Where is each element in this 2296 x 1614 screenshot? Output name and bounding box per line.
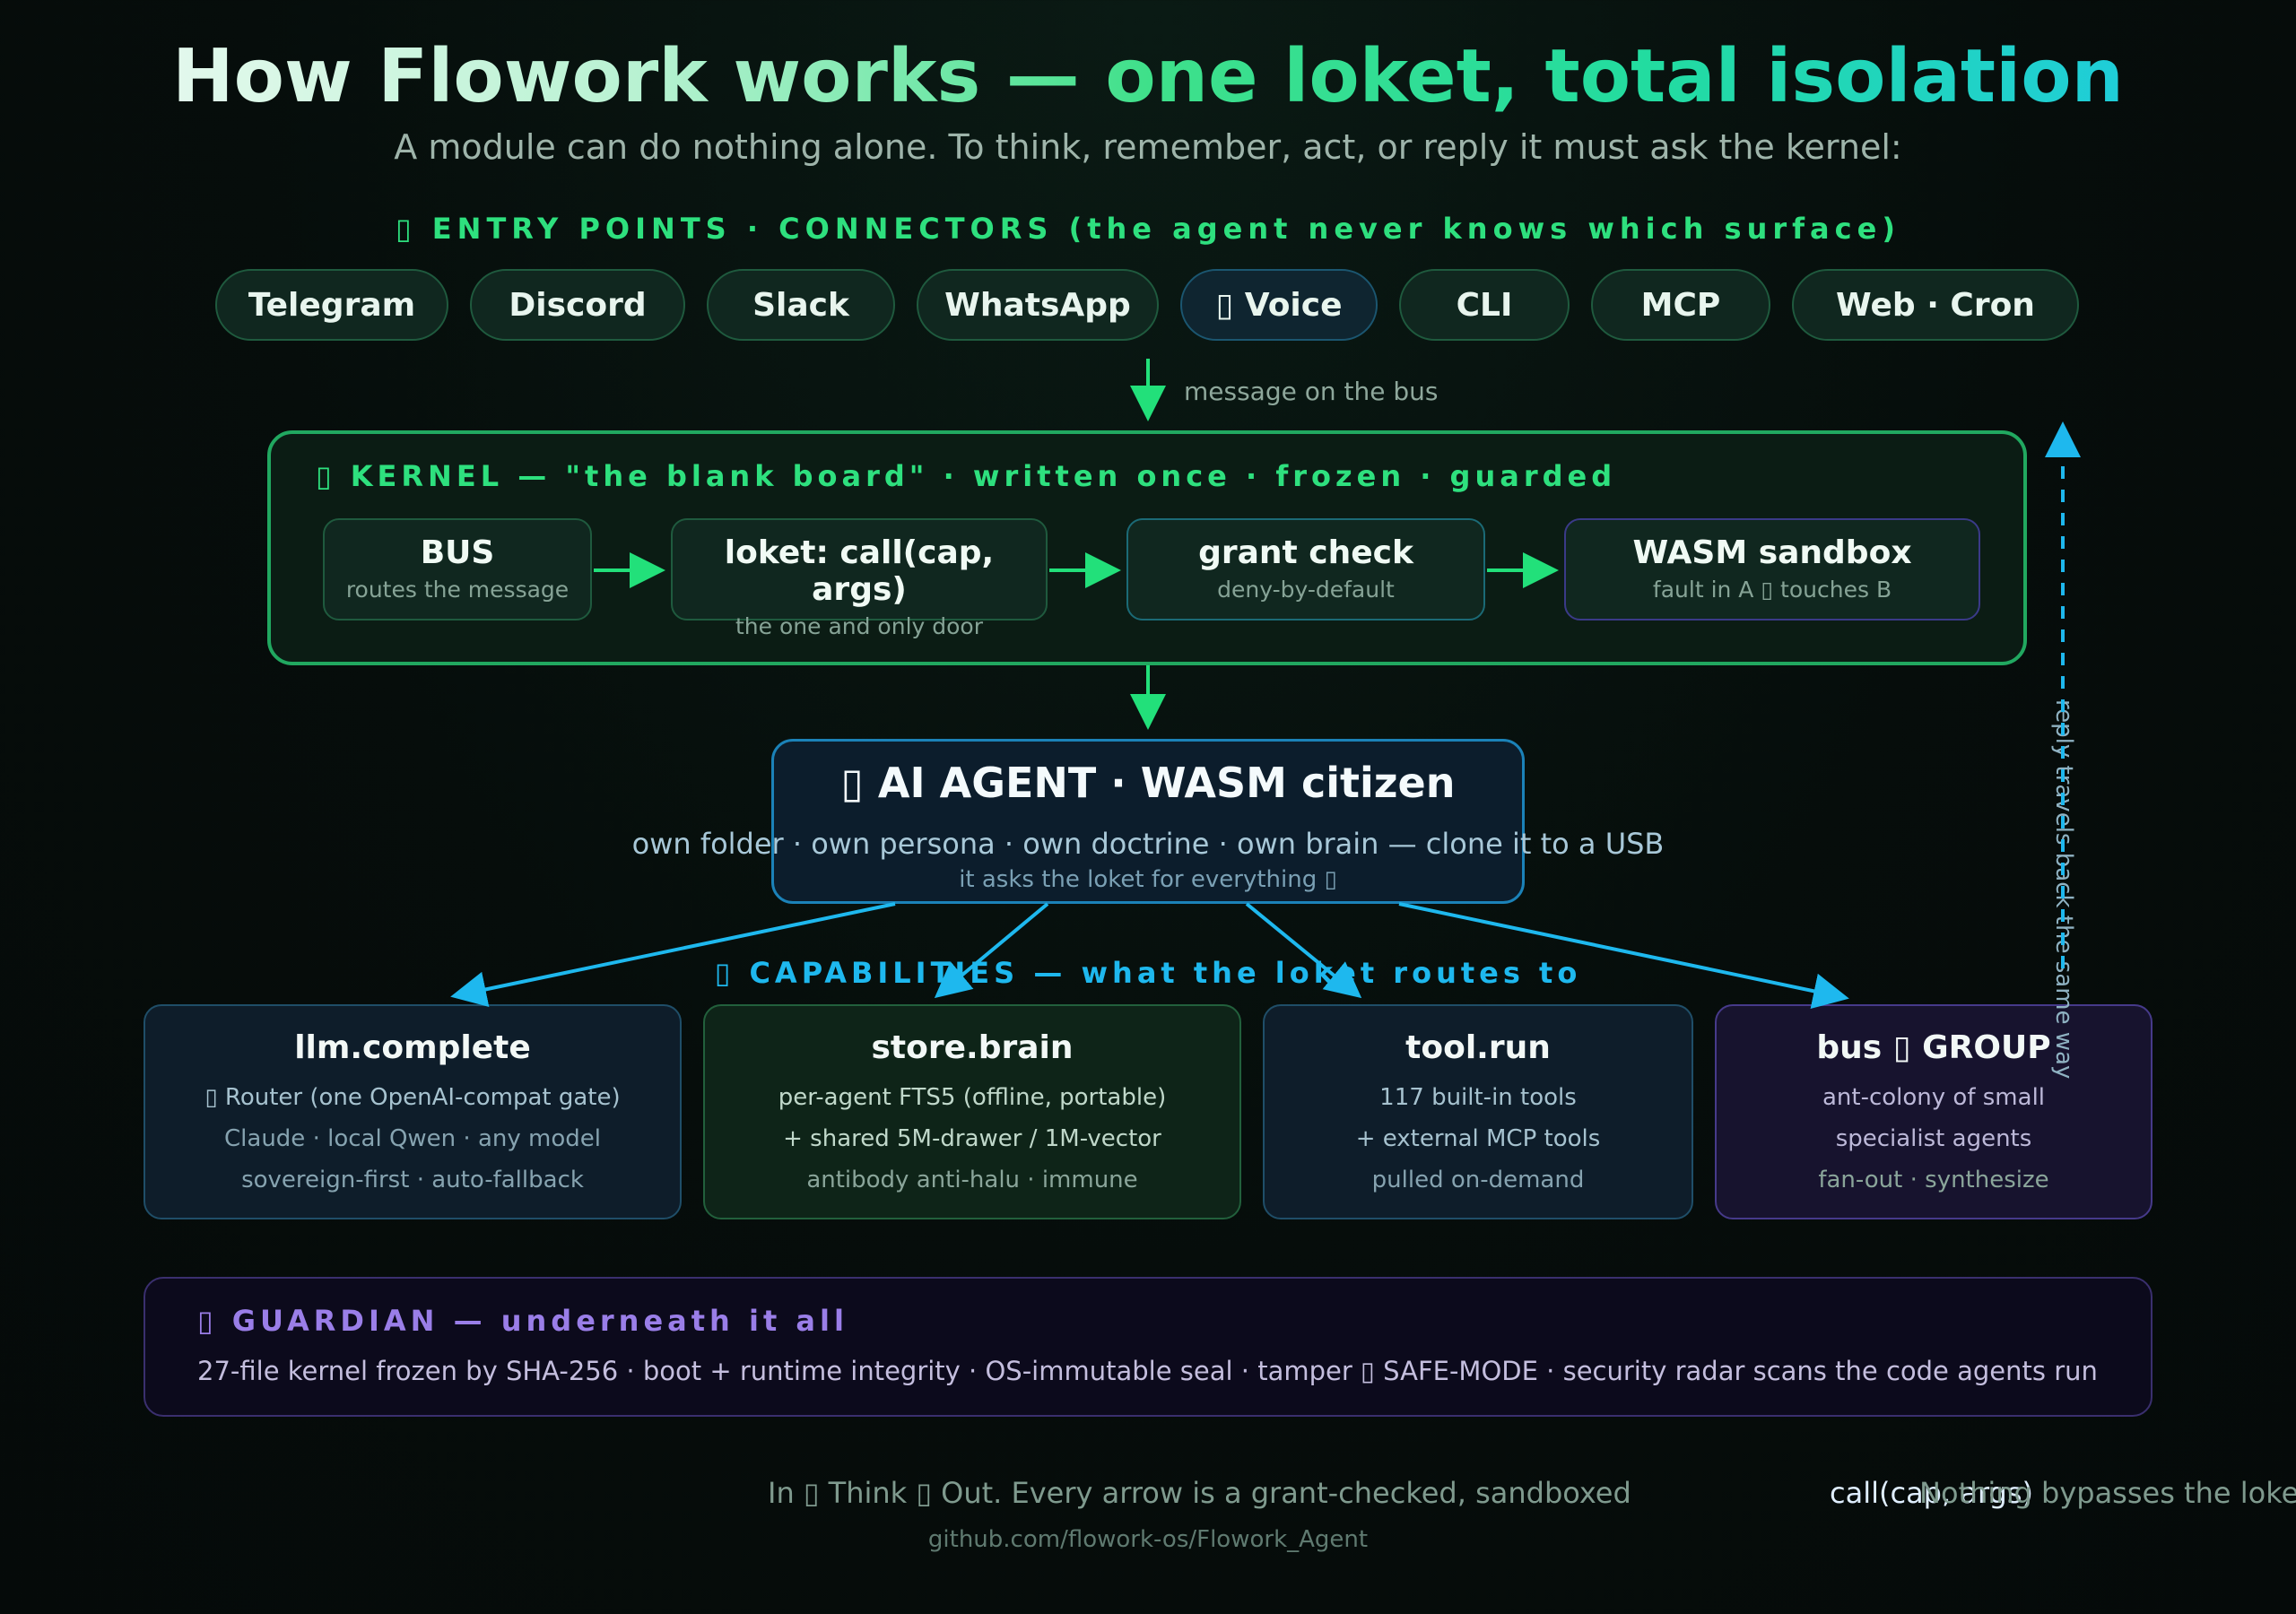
pill-web-cron: Web · Cron xyxy=(1792,269,2079,341)
page-subtitle: A module can do nothing alone. To think,… xyxy=(394,127,1902,167)
guardian-text: 27-file kernel frozen by SHA-256 · boot … xyxy=(197,1356,2098,1386)
capability-line: fan-out · synthesize xyxy=(1818,1167,2049,1193)
kernel-box-bus: BUS routes the message xyxy=(323,518,592,620)
capability-line: specialist agents xyxy=(1835,1125,2032,1152)
kernel-box-title: BUS xyxy=(420,534,495,571)
capability-line: Claude · local Qwen · any model xyxy=(224,1125,601,1152)
capability-tool-run: tool.run 117 built-in tools + external M… xyxy=(1263,1004,1693,1219)
capability-line: ▯ Router (one OpenAI-compat gate) xyxy=(204,1084,621,1111)
agent-note: it asks the loket for everything ▯ xyxy=(959,866,1337,893)
kernel-box-sub: deny-by-default xyxy=(1217,577,1395,603)
guardian-panel xyxy=(144,1277,2152,1417)
page-title: How Flowork works — one loket, total iso… xyxy=(0,34,2296,119)
agent-box xyxy=(771,739,1525,904)
kernel-box-sub: fault in A ▯ touches B xyxy=(1652,577,1892,603)
agent-title: ▯ AI AGENT · WASM citizen xyxy=(840,759,1456,807)
kernel-box-wasm-sandbox: WASM sandbox fault in A ▯ touches B xyxy=(1564,518,1980,620)
pill-discord: Discord xyxy=(470,269,685,341)
arrow-agent-to-store xyxy=(934,902,1049,999)
kernel-box-title: grant check xyxy=(1198,534,1413,571)
kernel-box-loket: loket: call(cap, args) the one and only … xyxy=(671,518,1048,639)
pill-mcp: MCP xyxy=(1591,269,1770,341)
footer-link[interactable]: github.com/flowork-os/Flowork_Agent xyxy=(927,1526,1369,1553)
bus-note: message on the bus xyxy=(1184,377,1439,406)
arrow-agent-to-llm xyxy=(450,902,896,1008)
capability-line: ant-colony of small xyxy=(1822,1084,2046,1111)
pill-telegram: Telegram xyxy=(215,269,448,341)
capability-line: per-agent FTS5 (offline, portable) xyxy=(778,1084,1167,1111)
capability-bus-group: bus ▯ GROUP ant-colony of small speciali… xyxy=(1715,1004,2152,1219)
capability-title: bus ▯ GROUP xyxy=(1816,1029,2051,1066)
capability-title: llm.complete xyxy=(294,1029,531,1066)
capability-line: + shared 5M-drawer / 1M-vector xyxy=(783,1125,1161,1152)
capability-line: antibody anti-halu · immune xyxy=(806,1167,1138,1193)
guardian-label: ▯ GUARDIAN — underneath it all xyxy=(197,1304,848,1338)
pill-voice: ▯ Voice xyxy=(1180,269,1378,341)
entry-points-label: ▯ ENTRY POINTS · CONNECTORS (the agent n… xyxy=(396,212,1900,246)
pill-whatsapp: WhatsApp xyxy=(917,269,1159,341)
arrow-agent-to-tool xyxy=(1245,902,1362,999)
capabilities-label: ▯ CAPABILITIES — what the loket routes t… xyxy=(714,956,1582,990)
capability-title: store.brain xyxy=(871,1029,1074,1066)
capability-line: sovereign-first · auto-fallback xyxy=(241,1167,584,1193)
capability-store-brain: store.brain per-agent FTS5 (offline, por… xyxy=(703,1004,1241,1219)
capability-line: + external MCP tools xyxy=(1355,1125,1601,1152)
kernel-box-sub: routes the message xyxy=(345,577,570,603)
footer-code: call(cap, args) xyxy=(1830,1476,2033,1510)
arrow-agent-to-bus xyxy=(1398,902,1849,1009)
capability-line: pulled on-demand xyxy=(1371,1167,1585,1193)
pill-slack: Slack xyxy=(707,269,895,341)
pill-cli: CLI xyxy=(1399,269,1570,341)
footer-text: In ▯ Think ▯ Out. Every arrow is a grant… xyxy=(768,1476,1631,1510)
footer-text-end: Nothing bypasses the loket. xyxy=(1919,1476,2296,1510)
kernel-label: ▯ KERNEL — "the blank board" · written o… xyxy=(316,459,1617,493)
agent-description: own folder · own persona · own doctrine … xyxy=(631,827,1665,861)
kernel-box-grant-check: grant check deny-by-default xyxy=(1126,518,1485,620)
capability-title: tool.run xyxy=(1405,1029,1551,1066)
kernel-box-title: loket: call(cap, args) xyxy=(724,534,995,608)
kernel-box-sub: the one and only door xyxy=(735,613,983,639)
capability-llm-complete: llm.complete ▯ Router (one OpenAI-compat… xyxy=(144,1004,682,1219)
capability-line: 117 built-in tools xyxy=(1379,1084,1577,1111)
kernel-box-title: WASM sandbox xyxy=(1632,534,1912,571)
